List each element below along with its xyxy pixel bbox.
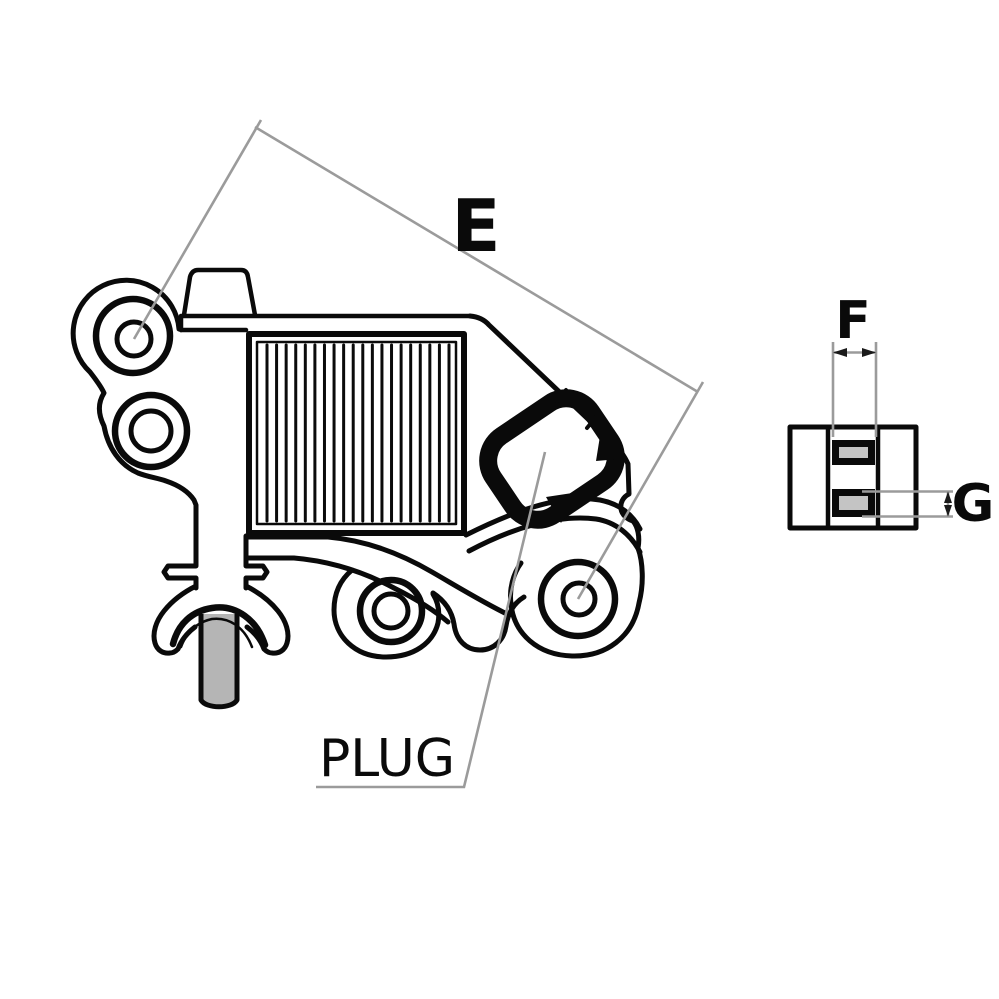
dimension-f: F — [831, 291, 878, 437]
left-wing — [151, 583, 199, 656]
lower-eyelet-hole — [128, 408, 174, 454]
f-label: F — [835, 291, 871, 351]
plug-connector — [479, 388, 625, 529]
top-band — [178, 313, 473, 333]
heatsink — [246, 331, 467, 536]
plug-ring — [479, 389, 625, 529]
terminal-slot-upper — [832, 440, 875, 465]
dimensions: E PLUG F G — [132, 119, 994, 789]
e-label: E — [451, 184, 500, 268]
left-boss-hole — [371, 591, 411, 631]
plug-edge-tick-1 — [555, 388, 568, 403]
terminal-slot-lower — [832, 489, 875, 517]
side-view-frame — [787, 424, 919, 531]
shaft-rod — [198, 614, 240, 710]
left-boss-ring — [356, 576, 426, 646]
web-ledge-top — [243, 534, 512, 618]
plug-corner-wedge-right — [596, 436, 619, 461]
brush-shaft — [151, 533, 291, 710]
body-outline — [243, 313, 645, 660]
right-boss-ring — [537, 558, 619, 640]
plug-leader-line — [316, 451, 547, 789]
right-boss-hole — [560, 580, 598, 618]
g-arrowhead-top — [944, 491, 952, 503]
f-arrowhead-right — [862, 348, 876, 357]
mounting-eyelets — [70, 277, 199, 591]
valley-between-bosses — [430, 590, 527, 653]
heatsink-frame — [246, 331, 467, 536]
fin-lines — [265, 343, 451, 523]
plug-edge-tick-2 — [585, 415, 598, 430]
f-arrowhead-left — [833, 348, 847, 357]
g-label: G — [952, 474, 995, 534]
side-view — [787, 424, 919, 531]
shaft-right-edge — [243, 533, 270, 591]
upper-eyelet-hole — [114, 319, 154, 359]
main-view — [70, 267, 645, 710]
e-extension-line-left — [132, 119, 263, 340]
heatsink-inner-frame — [255, 340, 458, 526]
e-extension-line-right — [576, 381, 705, 600]
terminal-tab — [181, 267, 258, 318]
top-band-edge — [178, 313, 473, 333]
web-strap-lower — [466, 515, 643, 555]
upper-eyelet-ring — [92, 295, 174, 377]
left-boss-outline — [331, 567, 442, 660]
plug-corner-wedge-lower — [546, 492, 579, 523]
e-dimension-line — [254, 125, 699, 394]
dimension-e: E — [132, 119, 705, 600]
eyelet-body-outline — [70, 277, 199, 591]
plug-callout: PLUG — [316, 451, 547, 789]
spring-arch — [169, 604, 269, 649]
web-ledge-bottom — [243, 555, 451, 625]
lower-eyelet-ring — [111, 391, 191, 471]
g-arrowhead-bottom — [944, 505, 952, 517]
plug-label: PLUG — [319, 729, 455, 789]
dimension-g: G — [862, 474, 994, 534]
right-wing — [243, 583, 291, 656]
